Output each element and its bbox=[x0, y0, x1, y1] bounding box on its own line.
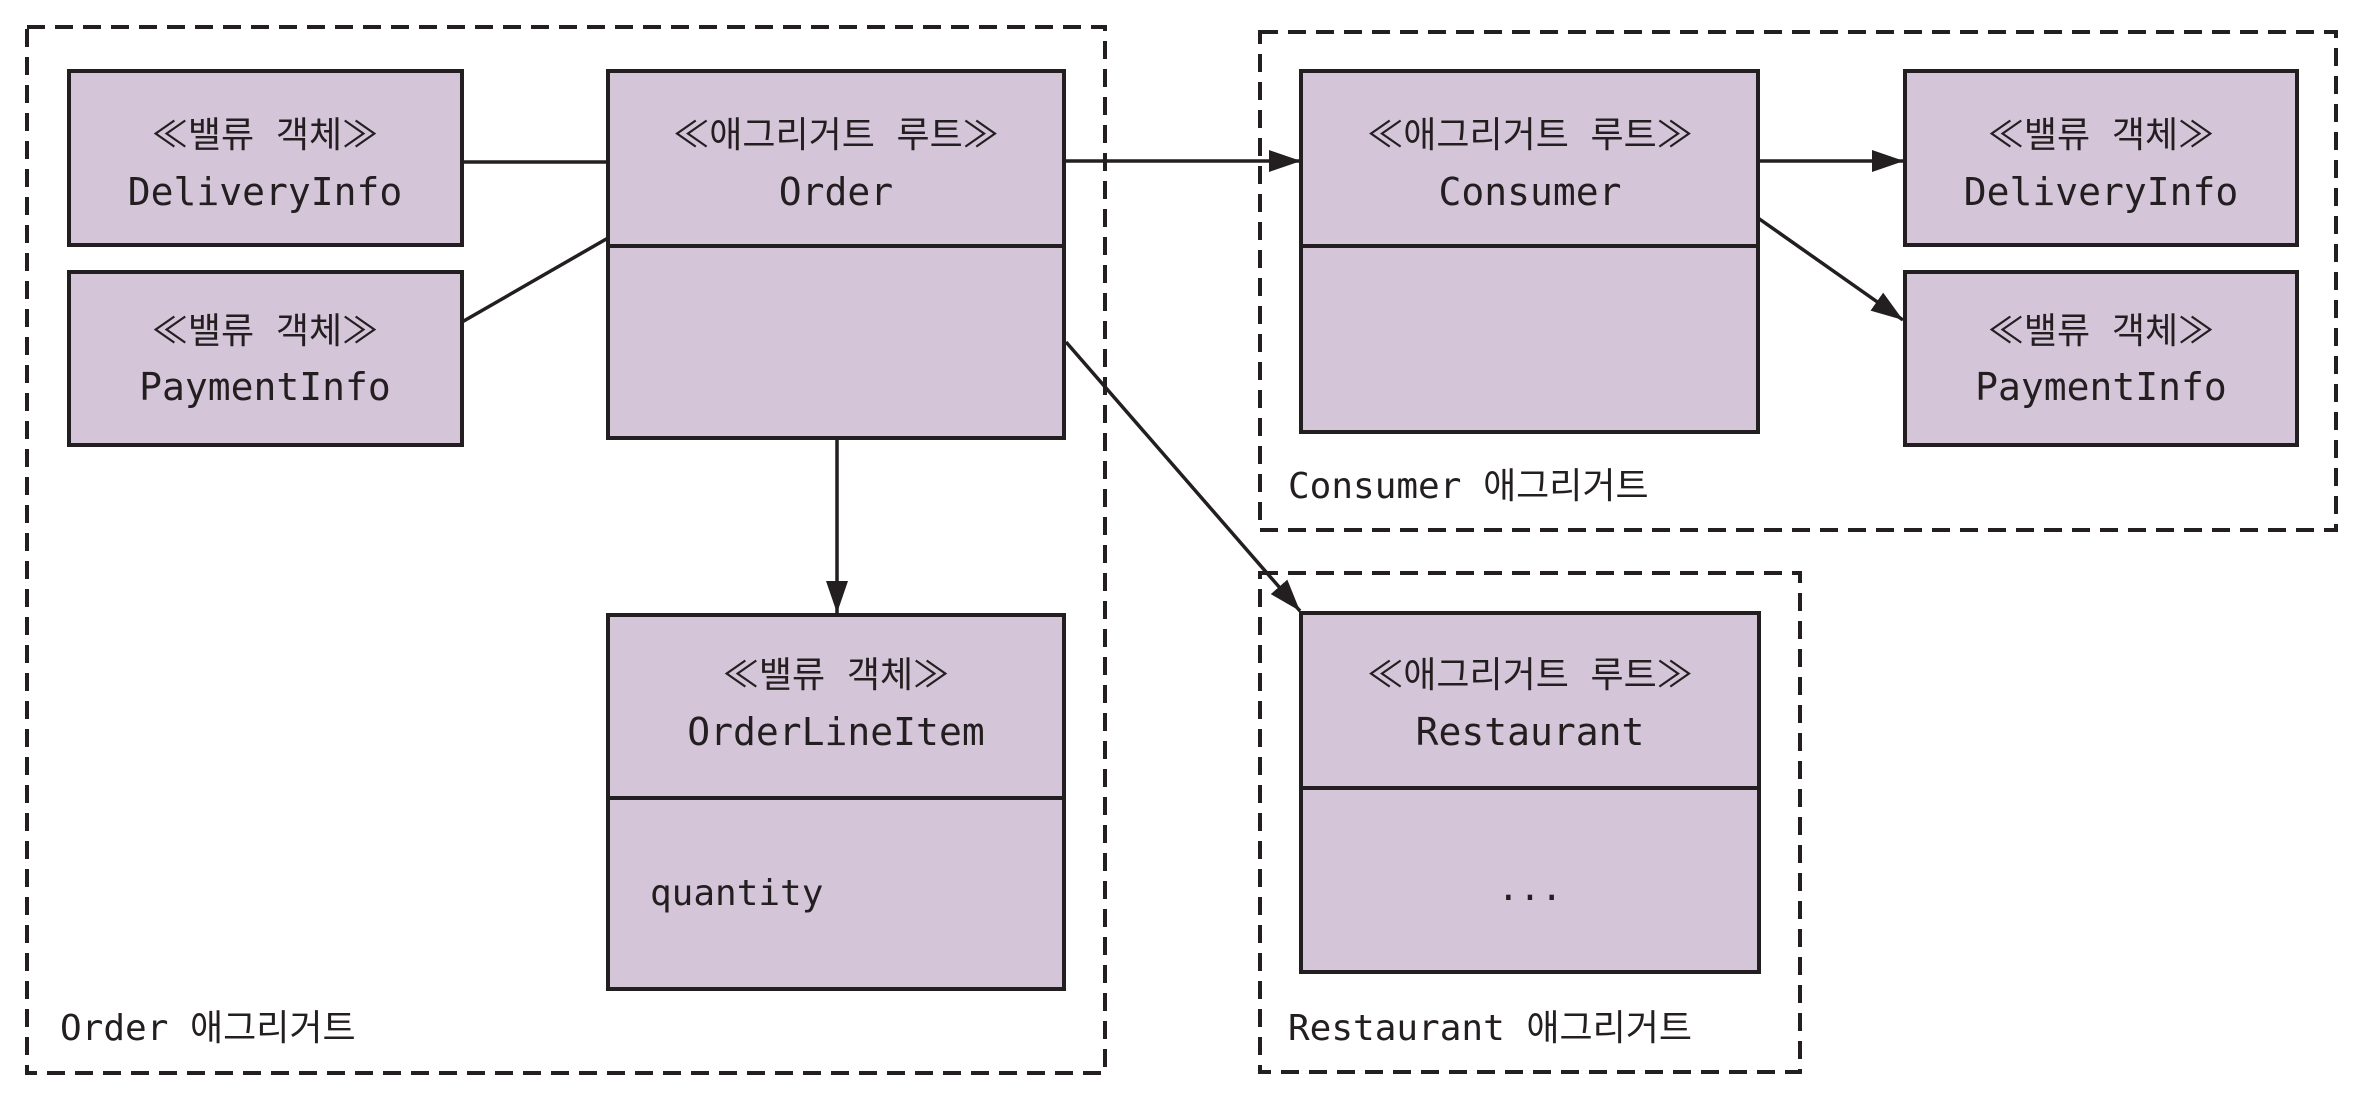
class-box bbox=[1903, 69, 2299, 247]
class-consumer[interactable]: ≪애그리거트 루트≫ Consumer bbox=[1299, 69, 1760, 434]
class-name: DeliveryInfo bbox=[1964, 170, 2239, 214]
class-consumer-deliveryinfo[interactable]: ≪밸류 객체≫ DeliveryInfo bbox=[1903, 69, 2299, 247]
class-box bbox=[606, 613, 1066, 991]
consumer-aggregate-boundary bbox=[1258, 30, 2338, 532]
class-box bbox=[1299, 611, 1761, 974]
class-order-deliveryinfo[interactable]: ≪밸류 객체≫ DeliveryInfo bbox=[67, 69, 464, 247]
class-box bbox=[67, 270, 464, 447]
class-box bbox=[67, 69, 464, 247]
restaurant-aggregate-label: Restaurant 애그리거트 bbox=[1288, 1008, 1692, 1049]
class-stereotype: ≪밸류 객체≫ bbox=[152, 115, 378, 156]
order-aggregate-group: Order 애그리거트 bbox=[25, 25, 1107, 1075]
connectors bbox=[461, 150, 1905, 613]
class-restaurant[interactable]: ≪애그리거트 루트≫ Restaurant ... bbox=[1299, 611, 1761, 974]
class-stereotype: ≪애그리거트 루트≫ bbox=[1367, 115, 1693, 156]
class-box bbox=[606, 69, 1066, 440]
edge-order-restaurant bbox=[1064, 340, 1302, 613]
restaurant-aggregate-boundary bbox=[1258, 571, 1802, 1074]
edge-paymentinfo-order bbox=[461, 236, 609, 324]
class-stereotype: ≪밸류 객체≫ bbox=[1988, 115, 2214, 156]
class-attribute: quantity bbox=[650, 873, 823, 914]
class-name: PaymentInfo bbox=[1975, 365, 2227, 409]
class-box bbox=[1903, 270, 2299, 447]
class-name: Consumer bbox=[1438, 170, 1621, 214]
restaurant-aggregate-group: Restaurant 애그리거트 bbox=[1258, 571, 1802, 1074]
class-stereotype: ≪밸류 객체≫ bbox=[723, 655, 949, 696]
class-box bbox=[1299, 69, 1760, 434]
class-stereotype: ≪밸류 객체≫ bbox=[1988, 311, 2214, 352]
class-name: Restaurant bbox=[1416, 710, 1645, 754]
class-consumer-paymentinfo[interactable]: ≪밸류 객체≫ PaymentInfo bbox=[1903, 270, 2299, 447]
class-stereotype: ≪밸류 객체≫ bbox=[152, 311, 378, 352]
class-name: DeliveryInfo bbox=[128, 170, 403, 214]
class-orderlineitem[interactable]: ≪밸류 객체≫ OrderLineItem quantity bbox=[606, 613, 1066, 991]
class-stereotype: ≪애그리거트 루트≫ bbox=[673, 115, 999, 156]
class-name: Order bbox=[779, 170, 893, 214]
consumer-aggregate-group: Consumer 애그리거트 bbox=[1258, 30, 2338, 532]
class-order[interactable]: ≪애그리거트 루트≫ Order bbox=[606, 69, 1066, 440]
order-aggregate-label: Order 애그리거트 bbox=[60, 1008, 356, 1049]
class-name: PaymentInfo bbox=[139, 365, 391, 409]
class-attribute-ellipsis: ... bbox=[1497, 868, 1562, 909]
class-order-paymentinfo[interactable]: ≪밸류 객체≫ PaymentInfo bbox=[67, 270, 464, 447]
class-name: OrderLineItem bbox=[687, 710, 984, 754]
order-aggregate-boundary bbox=[25, 25, 1107, 1075]
class-stereotype: ≪애그리거트 루트≫ bbox=[1367, 655, 1693, 696]
edge-consumer-paymentinfo bbox=[1756, 216, 1905, 322]
consumer-aggregate-label: Consumer 애그리거트 bbox=[1288, 466, 1649, 507]
